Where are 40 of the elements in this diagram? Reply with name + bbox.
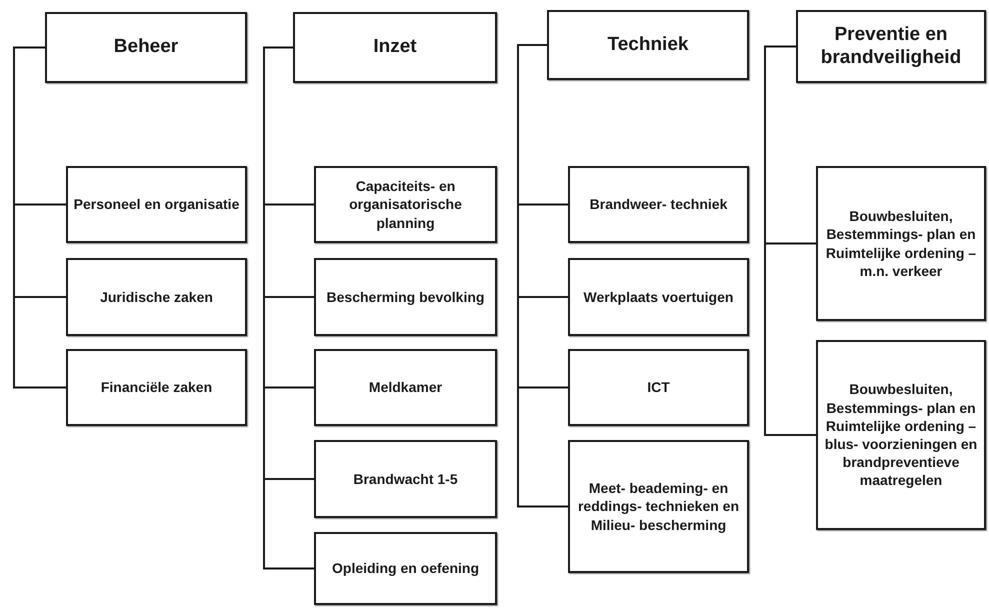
unit-name: Werkplaats voertuigen — [584, 288, 734, 306]
department-box — [45, 12, 247, 83]
department-name: Inzet — [373, 36, 417, 59]
unit-name: Brandweer- techniek — [590, 195, 728, 214]
department-name: Techniek — [608, 34, 688, 56]
unit-name: ICT — [647, 378, 670, 397]
unit-box — [314, 258, 497, 336]
unit-name: Financiële zaken — [100, 378, 212, 397]
unit-name: Juridische zaken — [100, 288, 213, 306]
unit-box — [66, 166, 247, 243]
connector-line — [517, 44, 568, 508]
unit-name: Capaciteits- en organisatorische planning — [348, 177, 463, 232]
unit-box — [314, 440, 497, 518]
unit-box — [568, 258, 749, 336]
unit-box — [816, 166, 986, 321]
unit-name: Bouwbesluiten, Bestemmings- plan en Ruimtelijke ordening – blus- voorzieningen en brandpreventieve maatregelen — [824, 380, 978, 490]
connector-line — [13, 46, 66, 388]
connector-line — [764, 46, 816, 436]
unit-box — [314, 166, 497, 243]
unit-box — [314, 532, 497, 605]
unit-name: Bescherming bevolking — [326, 288, 484, 306]
unit-box — [314, 349, 497, 426]
unit-name: Meet- beademing- en reddings- technieken en Milieu- bescherming — [576, 479, 740, 534]
unit-name: Brandwacht 1-5 — [353, 470, 458, 488]
unit-box — [816, 340, 986, 530]
unit-name: Opleiding en oefening — [332, 559, 479, 578]
unit-name: Personeel en organisatie — [74, 195, 240, 214]
unit-box — [568, 440, 749, 573]
department-name: Preventie en brandveiligheid — [820, 24, 962, 70]
connector-line — [263, 46, 314, 570]
unit-box — [66, 349, 247, 426]
unit-name: Bouwbesluiten, Bestemmings- plan en Ruimtelijke ordening – m.n. verkeer — [824, 207, 978, 280]
unit-box — [568, 349, 749, 426]
unit-name: Meldkamer — [368, 378, 442, 397]
department-box — [796, 10, 986, 83]
unit-box — [66, 258, 247, 336]
unit-box — [568, 166, 749, 243]
department-box — [293, 12, 497, 83]
department-name: Beheer — [114, 36, 178, 59]
department-box — [547, 10, 749, 80]
